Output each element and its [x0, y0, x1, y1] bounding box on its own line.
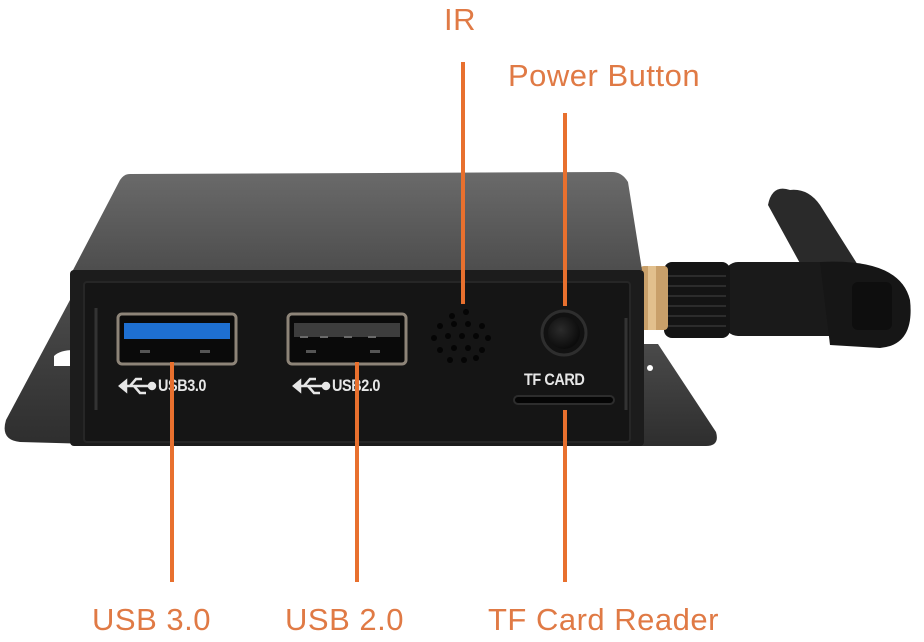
usb30-silkscreen: USB3.0: [158, 376, 207, 395]
ir-grille: [431, 309, 491, 363]
callout-ir: IR: [444, 2, 476, 37]
usb20-leader-line: [355, 362, 359, 582]
ir-leader-line: [461, 62, 465, 304]
usb20-port: [286, 312, 408, 366]
antenna: [640, 188, 911, 348]
usb-symbol-icon: [292, 377, 331, 395]
callout-tf-card-reader: TF Card Reader: [488, 602, 719, 637]
usb30-leader-line: [170, 362, 174, 582]
tf-card-silkscreen: TF CARD: [524, 370, 585, 389]
tf-card-slot: [513, 395, 615, 405]
callout-usb30: USB 3.0: [92, 602, 211, 637]
usb-symbol-icon: [118, 377, 157, 395]
callout-usb20: USB 2.0: [285, 602, 404, 637]
callout-power-button: Power Button: [508, 58, 701, 93]
power-button: [540, 309, 588, 357]
tf-leader-line: [563, 410, 567, 582]
usb30-port: [116, 312, 238, 366]
power-leader-line: [563, 113, 567, 306]
chassis-top: [72, 172, 642, 272]
mounting-flange-right: [640, 344, 717, 446]
